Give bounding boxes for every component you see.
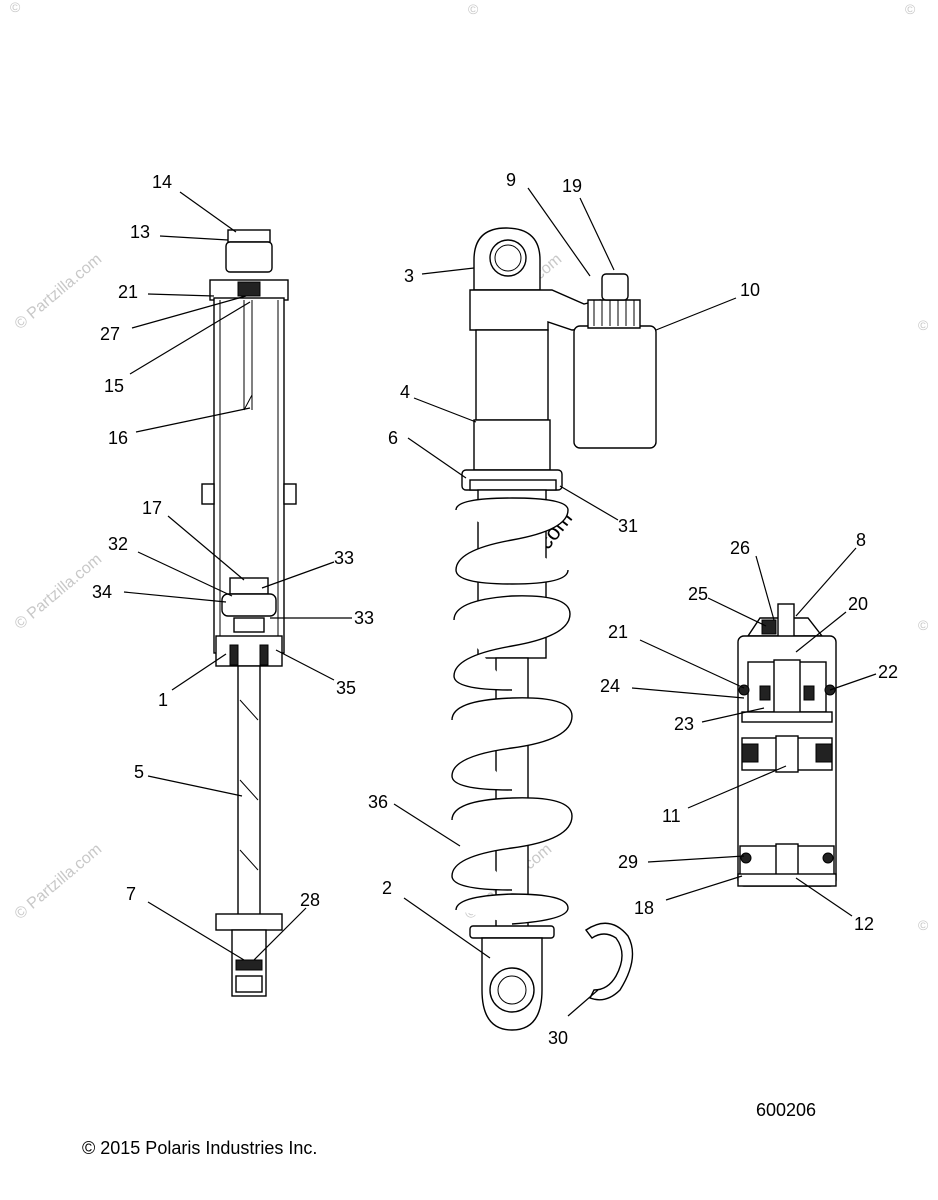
piston-top (229, 577, 269, 595)
callout-31: 31 (618, 516, 638, 536)
callout-5: 5 (134, 762, 144, 782)
callout-24: 24 (600, 676, 620, 696)
coil-spring (451, 497, 573, 925)
copyright-text: © 2015 Polaris Industries Inc. (82, 1138, 318, 1158)
callout-13: 13 (130, 222, 150, 242)
shock-head (469, 289, 601, 331)
piston (221, 593, 277, 617)
reservoir (573, 325, 657, 449)
callout-2: 2 (382, 878, 392, 898)
watermark-corner: © (918, 917, 929, 933)
body-upper (475, 329, 549, 421)
callout-29: 29 (618, 852, 638, 872)
left-callouts: 14 13 21 27 15 16 17 32 34 33 33 1 35 5 … (92, 172, 374, 961)
callout-8: 8 (856, 530, 866, 550)
callout-33-upper: 33 (334, 548, 354, 568)
callout-34: 34 (92, 582, 112, 602)
callout-18: 18 (634, 898, 654, 918)
shaft-eye-top (215, 913, 283, 931)
callout-16: 16 (108, 428, 128, 448)
shaft (237, 665, 261, 917)
callout-14: 14 (152, 172, 172, 192)
top-bushing (225, 241, 273, 273)
top-cap (227, 229, 271, 243)
callout-19: 19 (562, 176, 582, 196)
watermark-corner: © (905, 1, 916, 17)
callout-21-right: 21 (608, 622, 628, 642)
spring-clip (584, 922, 634, 1001)
callout-3: 3 (404, 266, 414, 286)
callout-4: 4 (400, 382, 410, 402)
left-shock-section (201, 229, 297, 997)
callout-12: 12 (854, 914, 874, 934)
callout-11: 11 (662, 806, 681, 826)
callout-36: 36 (368, 792, 388, 812)
callout-28: 28 (300, 890, 320, 910)
right-callouts: 26 8 25 20 21 22 24 23 11 29 18 12 (600, 530, 898, 934)
callout-33-lower: 33 (354, 608, 374, 628)
watermark-corner: © (918, 317, 929, 333)
callout-20: 20 (848, 594, 868, 614)
callout-9: 9 (506, 170, 516, 190)
watermark-corner: © (468, 1, 479, 17)
center-callouts: 9 19 3 10 4 6 31 36 2 30 (368, 170, 760, 1048)
callout-22: 22 (878, 662, 898, 682)
body-lower (473, 419, 551, 471)
callout-1: 1 (158, 690, 168, 710)
bottom-retainer (469, 925, 555, 939)
callout-17: 17 (142, 498, 162, 518)
callout-35: 35 (336, 678, 356, 698)
watermark-corner: © (918, 617, 929, 633)
schrader-valve (777, 603, 795, 641)
callout-10: 10 (740, 280, 760, 300)
watermark: © Partzilla.com (12, 251, 106, 333)
reservoir-cap (587, 299, 641, 329)
watermark: © Partzilla.com (12, 841, 106, 923)
watermark-corner: © (10, 0, 21, 15)
piston-nut (233, 617, 265, 633)
callout-23: 23 (674, 714, 694, 734)
callout-7: 7 (126, 884, 136, 904)
callout-26: 26 (730, 538, 750, 558)
callout-32: 32 (108, 534, 128, 554)
callout-15: 15 (104, 376, 124, 396)
callout-30: 30 (548, 1028, 568, 1048)
head-valve (237, 281, 261, 297)
right-reservoir-section (737, 603, 837, 887)
callout-27: 27 (100, 324, 120, 344)
callout-21: 21 (118, 282, 138, 302)
diagram-id: 600206 (756, 1100, 817, 1120)
side-fitting (201, 483, 215, 505)
callout-6: 6 (388, 428, 398, 448)
seal-head (215, 635, 283, 667)
callout-25: 25 (688, 584, 708, 604)
center-shock-assembly (451, 227, 657, 1031)
adjuster-knob (601, 273, 629, 301)
side-fitting (283, 483, 297, 505)
